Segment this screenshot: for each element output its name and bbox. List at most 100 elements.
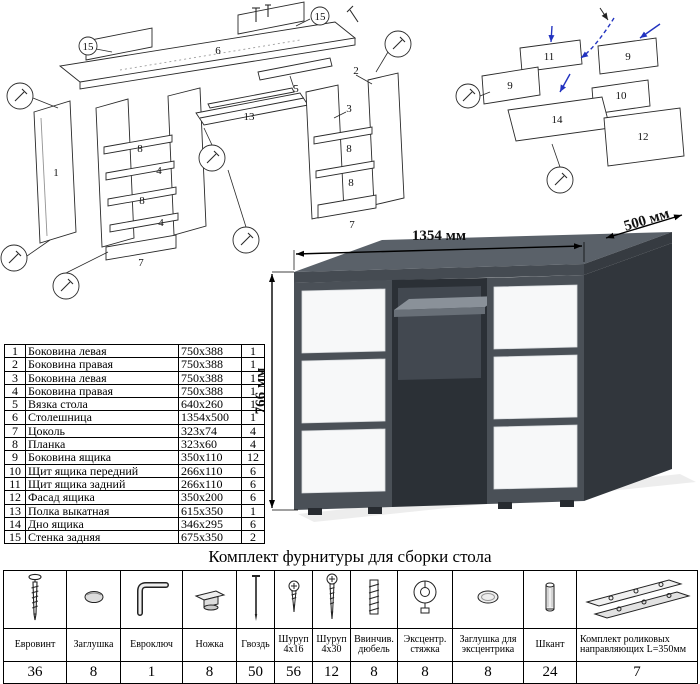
part-number-label: 1 [53,167,59,179]
exploded-diagram-desk: 15 6 15 2 5 3 1 8 4 8 4 7 13 8 8 7 [0,1,412,300]
part-num: 6 [4,410,26,425]
part-size: 323x74 [178,423,242,439]
part-size: 323x60 [178,437,242,452]
hardware-name: Эксцентр. стяжка [397,628,453,662]
hex-key-icon [136,582,169,616]
hardware-icons-row [3,570,698,629]
hardware-icon-cell [397,570,453,629]
hardware-name: Гвоздь [236,628,275,662]
hardware-table: Евровинт Заглушка Евроключ Ножка Гвоздь … [3,570,698,684]
part-size: 346x295 [178,516,242,532]
part-number-label: 8 [139,195,145,207]
part-name: Столешница [25,410,179,425]
part-qty: 1 [241,383,265,399]
desk-render: 1354 мм 766 мм 500 мм [253,206,696,522]
hardware-qty: 24 [523,661,577,684]
part-qty: 6 [241,476,265,492]
hardware-qty: 8 [397,661,453,684]
nail-icon [251,575,260,621]
part-name: Щит ящика передний [25,463,179,478]
hardware-name: Шкант [523,628,577,662]
hardware-kit-title: Комплект фурнитуры для сборки стола [208,547,492,566]
part-number-label: 10 [616,90,628,102]
part-number-label: 6 [215,45,221,57]
part-name: Полка выкатная [25,503,179,518]
hardware-icon-cell [523,570,577,629]
part-size: 675x350 [178,530,242,545]
drawer-fronts [301,284,578,494]
part-number-label: 9 [625,51,631,63]
part-number-label: 8 [346,143,352,155]
label-circle [78,36,98,56]
part-name: Стенка задняя [25,530,179,545]
part-size: 750x388 [178,383,242,399]
part-qty: 12 [241,450,265,465]
part-name: Боковина левая [25,343,179,359]
part-number-label: 15 [315,11,327,23]
hardware-name: Ввинчив. дюбель [350,628,398,662]
assembly-arrow [599,7,609,21]
part-size: 266x110 [178,463,242,478]
screw-glyphs-in-callouts [462,88,568,186]
hardware-name: Шуруп 4х30 [312,628,351,662]
dimension-depth-label: 500 мм [622,210,671,235]
part-num: 5 [4,397,26,412]
part-num: 15 [4,530,26,545]
hardware-qty: 8 [66,661,121,684]
hardware-qty: 56 [274,661,313,684]
hardware-qty: 8 [452,661,524,684]
part-name: Щит ящика задний [25,476,179,492]
part-qty: 1 [241,357,265,372]
loose-screw-glyphs [252,4,359,23]
part-number-label: 3 [346,103,352,115]
part-number-labels: 15 6 15 2 5 3 1 8 4 8 4 7 13 8 8 7 [53,11,359,269]
leader-lines [479,91,561,168]
hardware-name: Евровинт [3,628,67,662]
leader-lines [26,18,389,274]
cam-lock-icon [413,580,437,614]
hardware-name: Заглушка для эксцентрика [452,628,524,662]
hardware-icon-cell [312,570,351,629]
hardware-name: Комплект роликовых направляющих L=350мм [576,628,698,662]
hardware-icon-cell [120,570,183,629]
part-number-label: 2 [353,65,359,77]
label-circle [310,6,330,26]
dimension-width-label: 1354 мм [412,228,466,244]
part-number-label: 9 [507,80,513,92]
part-name: Фасад ящика [25,490,179,505]
hardware-icon-cell [3,570,67,629]
part-name: Боковина правая [25,383,179,399]
part-number-labels: 11 9 9 10 14 12 [507,51,648,143]
part-name: Дно ящика [25,516,179,532]
hardware-icon-cell [452,570,524,629]
assembly-direction-arrows [548,17,661,93]
cam-cover-icon [477,590,499,604]
part-num: 13 [4,503,26,518]
part-num: 14 [4,516,26,532]
desk-render-wrap: 1354 мм 766 мм 500 мм [252,206,700,551]
exploded-diagram-drawer-wrap: 11 9 9 10 14 12 [452,0,700,235]
part-number-label: 7 [138,257,144,269]
hardware-name: Шуруп 4х16 [274,628,313,662]
part-num: 9 [4,450,26,465]
part-qty: 6 [241,516,265,532]
part-num: 8 [4,437,26,452]
part-qty: 4 [241,437,265,452]
drawer-slide-icon [585,579,691,619]
hardware-icon-cell [576,570,698,629]
part-num: 2 [4,357,26,372]
exploded-diagram-desk-wrap: 15 6 15 2 5 3 1 8 4 8 4 7 13 8 8 7 [0,0,452,351]
hardware-qty: 12 [312,661,351,684]
hardware-name: Заглушка [66,628,121,662]
part-num: 3 [4,370,26,385]
